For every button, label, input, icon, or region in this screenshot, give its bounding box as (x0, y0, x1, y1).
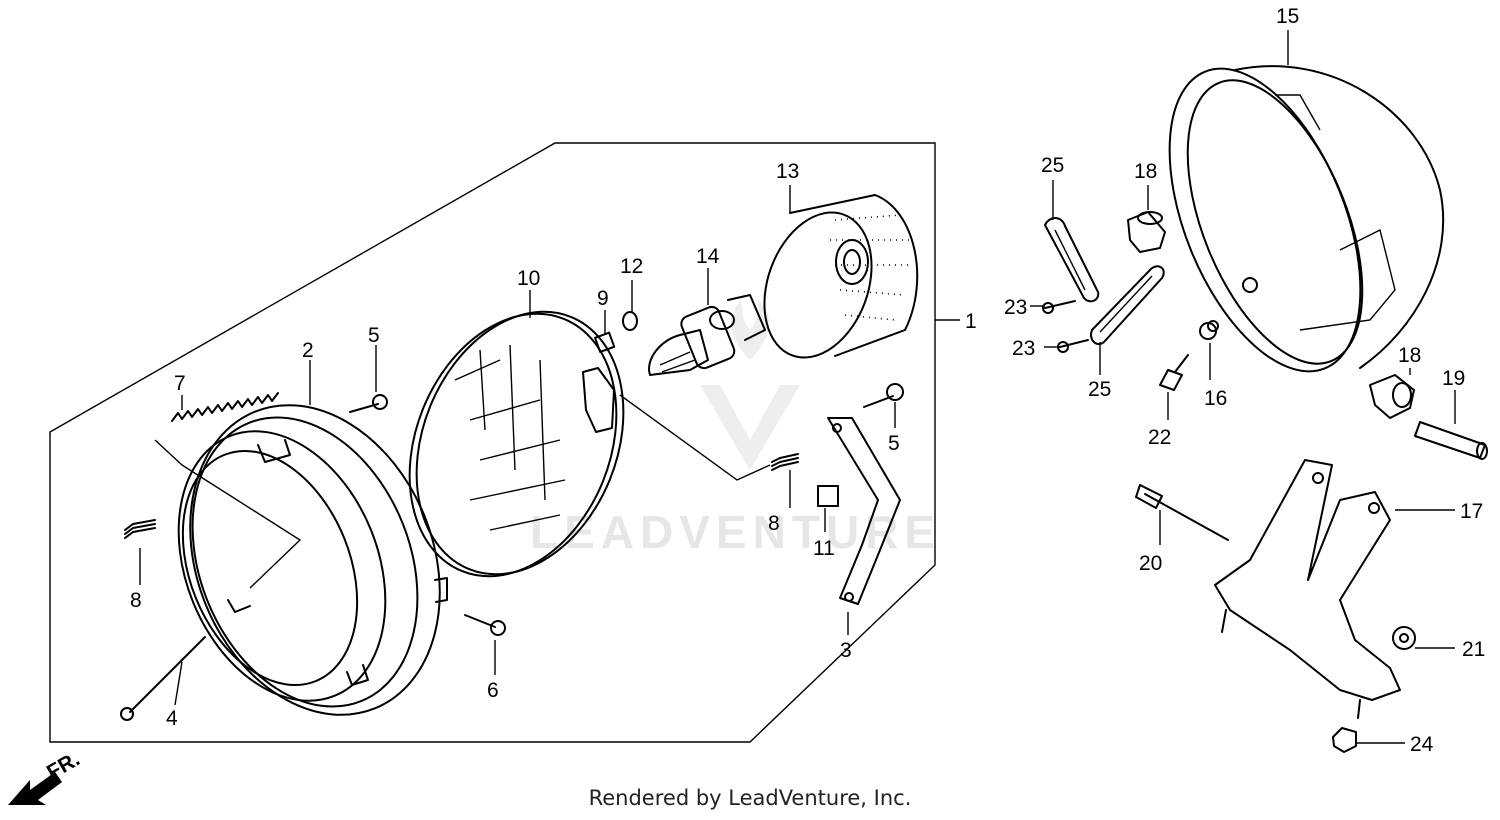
callout-19: 19 (1442, 367, 1465, 390)
callout-11: 11 (813, 537, 835, 560)
spring-8-left (124, 519, 156, 539)
callout-4: 4 (166, 707, 178, 730)
callout-3: 3 (840, 639, 852, 662)
screw-5-right (863, 383, 904, 408)
screw-4 (120, 636, 206, 721)
collar-18-top (1127, 211, 1166, 253)
callout-23-upper: 23 (1004, 296, 1027, 319)
callout-12: 12 (620, 255, 643, 278)
callout-8-left: 8 (130, 589, 142, 612)
nut-21 (1392, 626, 1416, 650)
callout-24: 24 (1410, 733, 1434, 756)
screw-22 (1159, 354, 1189, 391)
callout-18-top: 18 (1134, 160, 1157, 183)
callout-9: 9 (597, 287, 609, 310)
headlight-stay (1214, 459, 1401, 719)
callout-6: 6 (487, 679, 499, 702)
bolt-23-lower (1057, 339, 1089, 353)
headlight-case (763, 194, 919, 359)
spring-8-right (771, 453, 799, 471)
strap-25-upper (1044, 217, 1100, 303)
footer-credit: Rendered by LeadVenture, Inc. (588, 786, 912, 810)
arrow-icon (8, 772, 62, 805)
callout-13: 13 (776, 160, 799, 183)
leader-lines (139, 30, 1456, 744)
callout-labels: 1 2 3 4 5 5 6 7 8 8 9 10 11 12 13 14 15 … (130, 5, 1485, 756)
screw-5-left (349, 394, 388, 413)
callout-8-right: 8 (768, 512, 780, 535)
adjust-bracket (827, 417, 901, 605)
headlight-rim (177, 404, 448, 716)
grommet-16 (1199, 320, 1219, 340)
cap-12 (622, 311, 638, 331)
nut-24 (1332, 727, 1357, 753)
callout-17: 17 (1460, 500, 1483, 523)
callout-21: 21 (1462, 638, 1485, 661)
strap-25-lower (1090, 265, 1165, 346)
screw-6 (464, 614, 506, 636)
bulb (648, 294, 766, 376)
callout-1: 1 (965, 310, 977, 333)
callout-25-upper: 25 (1041, 154, 1064, 177)
callout-7: 7 (174, 372, 186, 395)
callout-16: 16 (1204, 387, 1227, 410)
callout-5-right: 5 (888, 432, 900, 455)
clip-nut-11 (817, 485, 839, 507)
callout-5-left: 5 (368, 324, 380, 347)
callout-18-bottom: 18 (1398, 344, 1421, 367)
socket-nut (594, 331, 616, 353)
callout-2: 2 (302, 339, 314, 362)
callout-23-lower: 23 (1012, 337, 1035, 360)
callout-14: 14 (696, 245, 720, 268)
assembly-outline (49, 142, 936, 743)
callout-10: 10 (517, 267, 540, 290)
headlight-lens-unit (408, 310, 625, 578)
pipe-19 (1414, 421, 1488, 460)
bolt-23-upper (1042, 300, 1076, 314)
spring-7 (171, 392, 279, 422)
collar-18-bottom (1369, 374, 1415, 419)
callout-20: 20 (1139, 552, 1162, 575)
bolt-20 (1135, 484, 1229, 541)
headlight-shell (1168, 65, 1445, 373)
callout-25-lower: 25 (1088, 378, 1111, 401)
watermark-logo (700, 300, 800, 470)
callout-15: 15 (1276, 5, 1299, 28)
callout-22: 22 (1148, 426, 1171, 449)
